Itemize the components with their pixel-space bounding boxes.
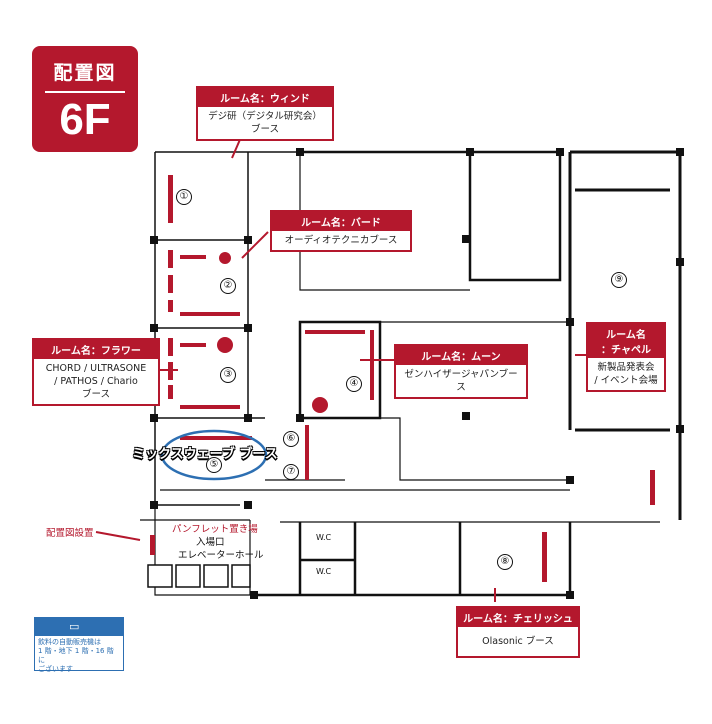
room-number-6: ⑥: [283, 431, 299, 447]
label-chapel-head1: ルーム名: [606, 330, 646, 341]
room-number-5: ⑤: [206, 457, 222, 473]
room-number-7: ⑦: [283, 464, 299, 480]
label-wind-head: ルーム名：ウィンド: [198, 88, 332, 107]
pamphlet-label: パンフレット置き場: [172, 524, 258, 535]
vending-line2: 1 階・地下 1 階・16 階に: [38, 647, 114, 664]
room-number-9: ⑨: [611, 272, 627, 288]
wall-corridor-lower: [160, 479, 660, 523]
label-bird: ルーム名：バード オーディオテクニカブース: [270, 210, 412, 252]
label-wind-line2: ブース: [250, 124, 280, 135]
label-wind: ルーム名：ウィンド デジ研（デジタル研究会） ブース: [196, 86, 334, 141]
label-moon-line1: ゼンハイザージャパンブース: [404, 369, 518, 393]
label-flower: ルーム名：フラワー CHORD / ULTRASONE / PATHOS / Ch…: [32, 338, 160, 406]
room-number-2: ②: [220, 278, 236, 294]
label-chapel-line2: / イベント会場: [594, 375, 658, 386]
room-number-1: ①: [176, 189, 192, 205]
label-flower-line2: / PATHOS / Chario: [54, 376, 138, 387]
label-flower-line3: ブース: [81, 389, 111, 400]
label-flower-head: ルーム名：フラワー: [34, 340, 158, 359]
label-chapel-head2: ：チャペル: [601, 345, 651, 356]
wall-bottom-rooms: [250, 522, 572, 597]
floor-label: 6F: [59, 95, 111, 144]
label-bird-head: ルーム名：バード: [272, 212, 410, 231]
elevator-hall-label: エレベーターホール: [178, 550, 264, 561]
room-number-4: ④: [346, 376, 362, 392]
label-chapel: ルーム名 ：チャペル 新製品発表会 / イベント会場: [586, 322, 666, 392]
label-cherish-head: ルーム名：チェリッシュ: [458, 608, 578, 627]
badge-title: 配置図: [53, 62, 117, 84]
elevators: [147, 564, 251, 588]
wall-room-4: [298, 320, 382, 420]
label-flower-line1: CHORD / ULTRASONE: [45, 363, 147, 374]
vending-line1: 飲料の自動販売機は: [38, 638, 101, 646]
mix-booth-highlight: [160, 429, 268, 481]
label-chapel-line1: 新製品発表会: [597, 362, 655, 373]
label-moon-head: ルーム名：ムーン: [396, 346, 526, 365]
label-cherish-line1: Olasonic ブース: [482, 636, 554, 647]
wall-top-corridor: [300, 150, 562, 282]
room-number-8: ⑧: [497, 554, 513, 570]
label-bird-line1: オーディオテクニカブース: [284, 235, 398, 246]
wc-label-1: W.C: [316, 533, 332, 542]
label-moon: ルーム名：ムーン ゼンハイザージャパンブース: [394, 344, 528, 399]
label-cherish: ルーム名：チェリッシュ Olasonic ブース: [456, 606, 580, 658]
map-location-label: 配置図設置: [46, 528, 94, 539]
vending-line3: ございます: [38, 665, 73, 673]
vending-machine-icon: ▭: [69, 620, 80, 633]
floor-badge: 配置図 6F: [32, 46, 138, 152]
room-number-3: ③: [220, 367, 236, 383]
wc-label-2: W.C: [316, 567, 332, 576]
entrance-label: 入場口: [196, 537, 225, 548]
mix-booth-label: ミックスウェーブ ブース: [132, 447, 278, 462]
label-wind-line1: デジ研（デジタル研究会）: [208, 111, 322, 122]
wall-room-upper: [299, 152, 470, 291]
